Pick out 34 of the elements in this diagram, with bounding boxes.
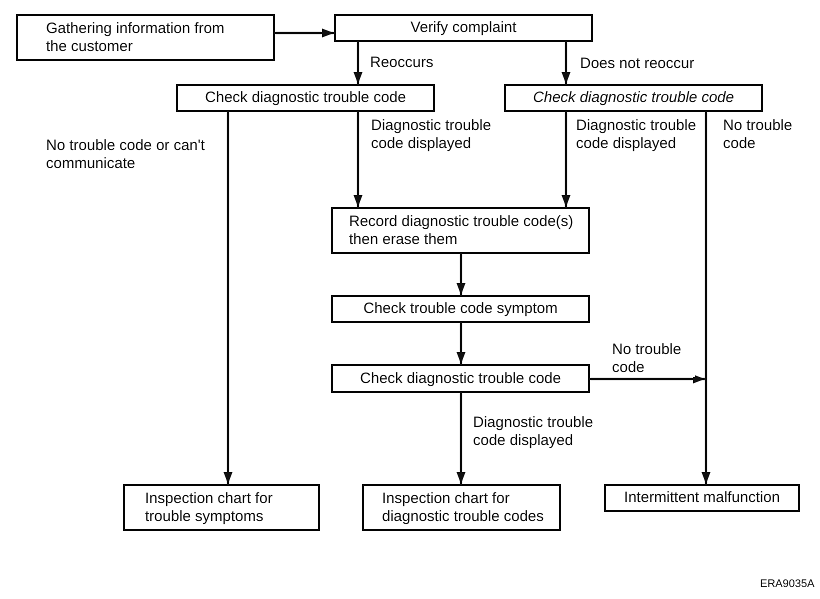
edge-label: No trouble code: [611, 341, 695, 377]
arrow: [275, 28, 334, 38]
arrow: [456, 323, 466, 364]
box-text: Inspection chart for diagnostic trouble codes: [382, 490, 545, 525]
arrow: [456, 254, 466, 295]
process-box: [334, 14, 593, 42]
process-box: [362, 484, 561, 531]
figure-code: ERA9035A: [760, 578, 814, 591]
box-text: Check diagnostic trouble code: [205, 89, 406, 107]
arrow: [562, 112, 570, 207]
box-text: Inspection chart for trouble symptoms: [145, 490, 274, 525]
box-text: Verify complaint: [410, 19, 516, 37]
process-box: [331, 207, 590, 254]
process-box: [331, 295, 590, 323]
arrow: [224, 112, 232, 484]
box-text: Record diagnostic trouble code(s) then erase them: [349, 213, 574, 248]
process-box: [176, 84, 435, 112]
box-text: Gathering information from the customer: [46, 20, 226, 55]
process-box: [123, 484, 320, 531]
arrow: [354, 112, 362, 207]
box-text: Check diagnostic trouble code: [360, 370, 561, 388]
arrow: [702, 379, 710, 484]
box-text: Check diagnostic trouble code: [533, 89, 734, 107]
arrow: [562, 42, 570, 84]
connector-line: [704, 112, 708, 379]
process-box: [331, 364, 590, 393]
box-text: Intermittent malfunction: [624, 489, 780, 507]
arrow: [456, 393, 466, 484]
box-text: Check trouble code symptom: [363, 300, 558, 318]
process-box: [604, 484, 800, 512]
process-box: [16, 14, 275, 61]
arrow: [590, 374, 705, 384]
arrow: [354, 42, 362, 84]
process-box: [504, 84, 763, 112]
